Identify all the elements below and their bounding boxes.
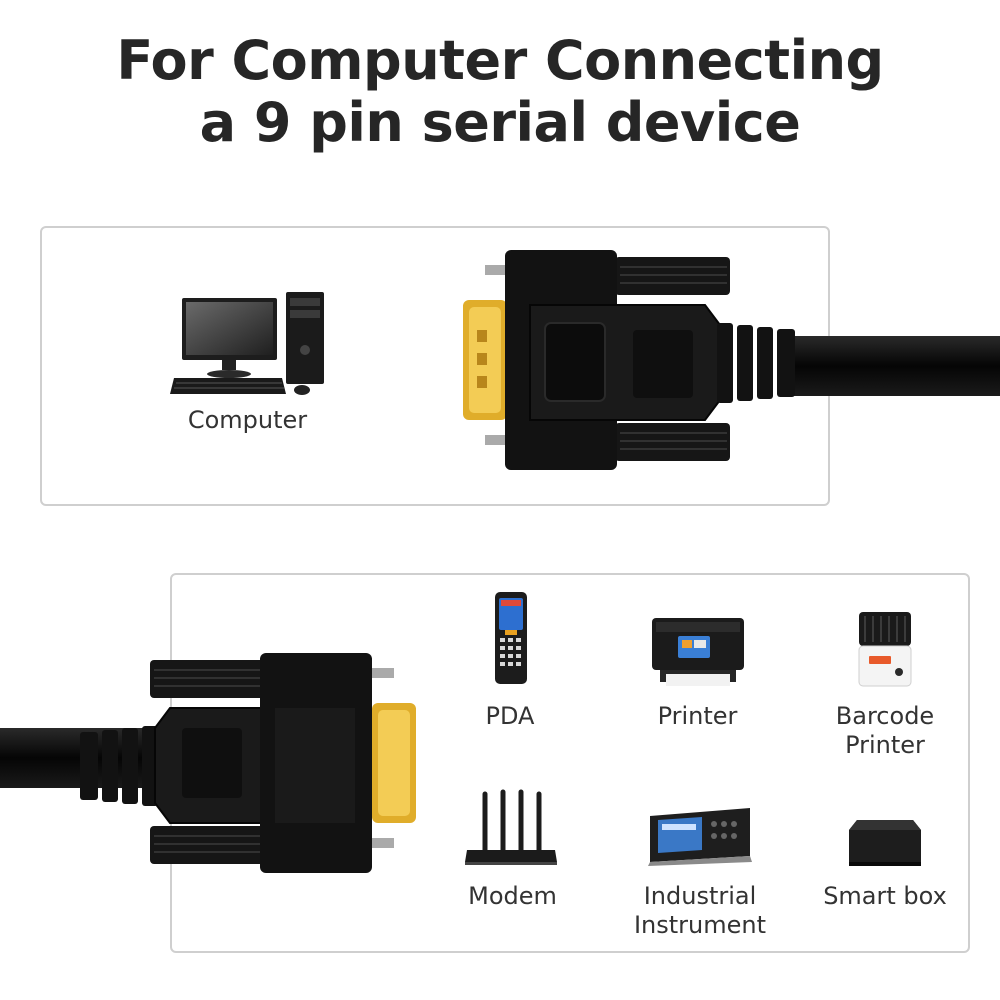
title-line-2: a 9 pin serial device bbox=[199, 91, 801, 154]
page-title: For Computer Connecting a 9 pin serial d… bbox=[0, 30, 1000, 154]
title-line-1: For Computer Connecting bbox=[116, 29, 884, 92]
printer-icon bbox=[652, 618, 744, 686]
barcode-printer-label: Barcode Printer bbox=[835, 702, 935, 759]
db9-female-connector bbox=[80, 653, 416, 873]
industrial-instrument-icon bbox=[648, 808, 752, 866]
smart-box-icon bbox=[849, 820, 921, 866]
db9-male-connector bbox=[463, 250, 795, 470]
computer-label: Computer bbox=[187, 406, 308, 434]
device-label-barcode-printer: Barcode Printer bbox=[820, 702, 950, 760]
device-label-industrial-instrument: Industrial Instrument bbox=[630, 882, 770, 940]
device-label-pda: PDA bbox=[485, 702, 535, 730]
top-cable bbox=[780, 336, 1000, 396]
device-label-smart-box: Smart box bbox=[823, 882, 947, 910]
device-label-modem: Modem bbox=[468, 882, 557, 910]
modem-icon bbox=[465, 789, 557, 865]
industrial-instrument-label: Industrial Instrument bbox=[633, 882, 767, 939]
computer-icon bbox=[170, 292, 324, 395]
barcode-printer-icon bbox=[858, 612, 912, 687]
pda-icon bbox=[495, 592, 527, 684]
device-label-printer: Printer bbox=[657, 702, 738, 730]
